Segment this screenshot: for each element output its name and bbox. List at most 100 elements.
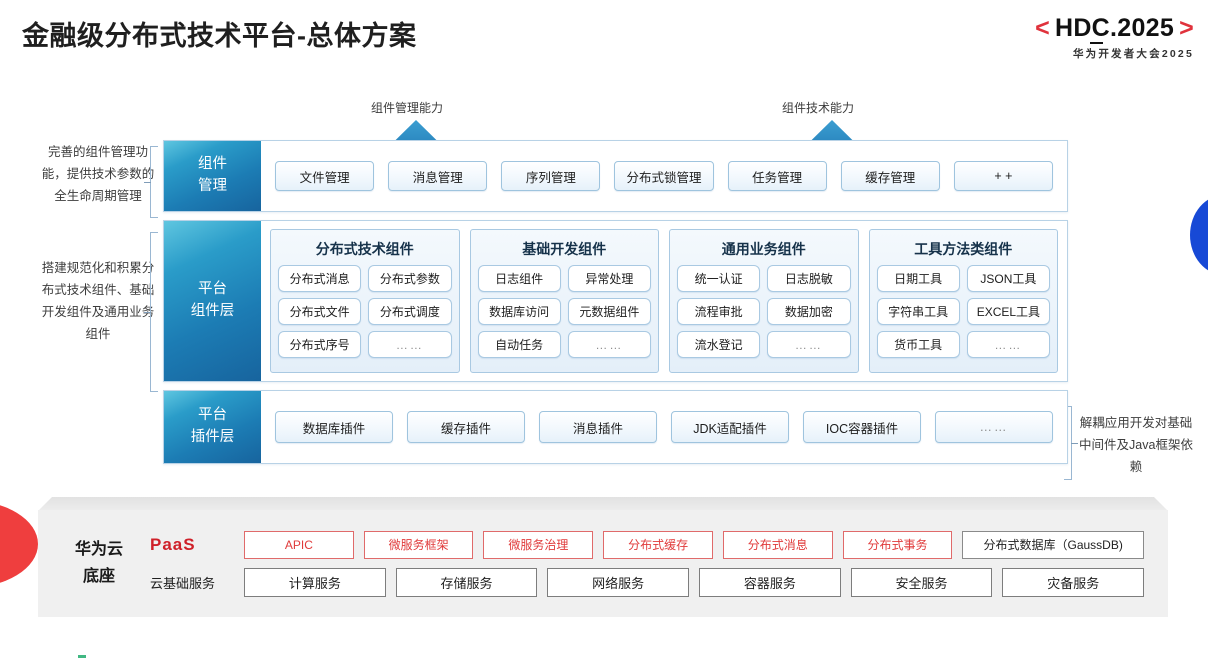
architecture-stack: 组件 管理 文件管理 消息管理 序列管理 分布式锁管理 任务管理 缓存管理 + … (163, 140, 1068, 472)
layer-title-line1: 平台 (198, 407, 227, 424)
base-row-cloud-services: 云基础服务 计算服务 存储服务 网络服务 容器服务 安全服务 灾备服务 (150, 567, 1145, 597)
bchip-microservice-governance[interactable]: 微服务治理 (483, 530, 594, 559)
layer-title-line2: 管理 (198, 178, 227, 194)
chip-distributed-schedule[interactable]: 分布式调度 (368, 298, 452, 325)
page-title: 金融级分布式技术平台-总体方案 (22, 21, 417, 51)
chip-distributed-message[interactable]: 分布式消息 (278, 265, 362, 292)
bracket-component (144, 232, 158, 392)
layer-title-line2: 组件层 (190, 303, 235, 319)
bchip-apic[interactable]: APIC (244, 530, 354, 559)
chip-ioc-container-plugin[interactable]: IOC容器插件 (803, 411, 921, 443)
group-basic-development: 基础开发组件 日志组件 异常处理 数据库访问 元数据组件 自动任务 …… (469, 229, 659, 373)
layer-platform-component: 平台 组件层 分布式技术组件 分布式消息 分布式参数 分布式文件 分布式调度 分… (163, 220, 1068, 382)
chip-unified-auth[interactable]: 统一认证 (677, 265, 761, 292)
base-row-paas: PaaS APIC 微服务框架 微服务治理 分布式缓存 分布式消息 分布式事务 … (150, 530, 1144, 559)
bchip-container-service[interactable]: 容器服务 (699, 567, 841, 597)
bchip-distributed-database-gaussdb[interactable]: 分布式数据库（GaussDB) (962, 530, 1144, 559)
chip-more-2[interactable]: …… (567, 331, 651, 358)
chip-excel-tool[interactable]: EXCEL工具 (966, 298, 1050, 325)
chip-process-approval[interactable]: 流程审批 (677, 298, 761, 325)
paas-label: PaaS (150, 534, 196, 554)
logo-underline-icon (1089, 42, 1103, 44)
chip-message-management[interactable]: 消息管理 (388, 161, 488, 191)
group-tool-methods: 工具方法类组件 日期工具 JSON工具 字符串工具 EXCEL工具 货币工具 …… (868, 229, 1058, 373)
group-distributed-tech: 分布式技术组件 分布式消息 分布式参数 分布式文件 分布式调度 分布式序号 …… (270, 229, 460, 373)
chip-cache-management[interactable]: 缓存管理 (840, 161, 940, 191)
group-title: 通用业务组件 (721, 241, 806, 257)
chip-message-plugin[interactable]: 消息插件 (539, 411, 657, 443)
base-body: 华为云 底座 PaaS APIC 微服务框架 微服务治理 分布式缓存 分布式消息… (38, 510, 1168, 617)
red-wedge-decoration-icon (0, 500, 38, 588)
layer-title-line1: 组件 (198, 156, 227, 173)
chip-date-tool[interactable]: 日期工具 (876, 265, 960, 292)
bchip-security-service[interactable]: 安全服务 (850, 567, 993, 597)
logo-left-bracket-icon: < (1035, 14, 1050, 42)
logo-right-bracket-icon: > (1179, 14, 1194, 42)
bracket-plugin (1064, 406, 1078, 480)
chip-more-plugin[interactable]: …… (935, 411, 1053, 443)
chip-transaction-record[interactable]: 流水登记 (677, 331, 761, 358)
chip-distributed-sequence[interactable]: 分布式序号 (278, 331, 362, 358)
chip-log-desensitization[interactable]: 日志脱敏 (767, 265, 851, 292)
layer-title-component-management: 组件 管理 (164, 141, 261, 211)
chip-distributed-lock-management[interactable]: 分布式锁管理 (614, 161, 714, 191)
chip-file-management[interactable]: 文件管理 (275, 161, 375, 191)
chip-json-tool[interactable]: JSON工具 (966, 265, 1050, 292)
bchip-microservice-framework[interactable]: 微服务框架 (363, 530, 474, 559)
base-label-line1: 华为云 (74, 541, 123, 559)
arrow-label-component-management: 组件管理能力 (371, 101, 444, 115)
chip-distributed-parameter[interactable]: 分布式参数 (368, 265, 452, 292)
chip-task-management[interactable]: 任务管理 (727, 161, 827, 191)
chip-more-1[interactable]: …… (368, 331, 452, 358)
side-note-left-middle: 搭建规范化和积累分布式技术组件、基础开发组件及通用业务组件 (41, 261, 155, 341)
group-common-business: 通用业务组件 统一认证 日志脱敏 流程审批 数据加密 流水登记 …… (669, 229, 859, 373)
layer-body-component-management: 文件管理 消息管理 序列管理 分布式锁管理 任务管理 缓存管理 + + (261, 141, 1067, 211)
chip-log-component[interactable]: 日志组件 (477, 265, 561, 292)
group-title: 基础开发组件 (522, 241, 607, 257)
base-label-line2: 底座 (82, 567, 115, 585)
chip-exception-handling[interactable]: 异常处理 (567, 265, 651, 292)
layer-title-line2: 插件层 (190, 429, 235, 445)
side-note-right: 解耦应用开发对基础中间件及Java框架依赖 (1079, 416, 1193, 474)
chip-string-tool[interactable]: 字符串工具 (876, 298, 960, 325)
bchip-storage-service[interactable]: 存储服务 (395, 567, 538, 597)
group-title: 工具方法类组件 (914, 241, 1013, 257)
bracket-management (144, 146, 158, 218)
layer-title-platform-component: 平台 组件层 (164, 221, 261, 381)
base-top-bevel (38, 497, 1168, 511)
bchip-network-service[interactable]: 网络服务 (547, 567, 690, 597)
bchip-disaster-recovery-service[interactable]: 灾备服务 (1002, 567, 1145, 597)
bchip-distributed-transaction[interactable]: 分布式事务 (842, 530, 953, 559)
chip-cache-plugin[interactable]: 缓存插件 (407, 411, 525, 443)
arrow-label-component-technology: 组件技术能力 (782, 101, 855, 115)
cloud-services-label: 云基础服务 (150, 575, 216, 591)
chip-database-access[interactable]: 数据库访问 (477, 298, 561, 325)
bchip-compute-service[interactable]: 计算服务 (244, 567, 386, 597)
chip-distributed-file[interactable]: 分布式文件 (278, 298, 362, 325)
chip-data-encryption[interactable]: 数据加密 (767, 298, 851, 325)
layer-body-platform-component: 分布式技术组件 分布式消息 分布式参数 分布式文件 分布式调度 分布式序号 ……… (261, 221, 1067, 381)
side-note-left-top: 完善的组件管理功能，提供技术参数的全生命周期管理 (41, 145, 155, 203)
logo-text: HDC.2025 (1054, 14, 1175, 42)
huawei-cloud-base: 华为云 底座 PaaS APIC 微服务框架 微服务治理 分布式缓存 分布式消息… (38, 497, 1168, 617)
logo-subtitle: 华为开发者大会2025 (1072, 48, 1194, 60)
hdc-logo: < HDC.2025 > 华为开发者大会2025 (1035, 16, 1194, 61)
bchip-distributed-cache[interactable]: 分布式缓存 (603, 530, 713, 559)
layer-platform-plugin: 平台 插件层 数据库插件 缓存插件 消息插件 JDK适配插件 IOC容器插件 …… (163, 390, 1068, 464)
bchip-distributed-message[interactable]: 分布式消息 (722, 530, 833, 559)
chip-metadata-component[interactable]: 元数据组件 (567, 298, 651, 325)
layer-title-line1: 平台 (198, 281, 227, 298)
chip-auto-task[interactable]: 自动任务 (477, 331, 561, 358)
chip-sequence-management[interactable]: 序列管理 (501, 161, 601, 191)
chip-jdk-adapter-plugin[interactable]: JDK适配插件 (671, 411, 789, 443)
chip-more-3[interactable]: …… (767, 331, 851, 358)
layer-body-platform-plugin: 数据库插件 缓存插件 消息插件 JDK适配插件 IOC容器插件 …… (261, 391, 1067, 463)
chip-database-plugin[interactable]: 数据库插件 (275, 411, 393, 443)
green-marker-icon (78, 655, 86, 658)
layer-title-platform-plugin: 平台 插件层 (164, 391, 261, 463)
chip-add-more[interactable]: + + (953, 161, 1053, 191)
layer-component-management: 组件 管理 文件管理 消息管理 序列管理 分布式锁管理 任务管理 缓存管理 + … (163, 140, 1068, 212)
chip-currency-tool[interactable]: 货币工具 (876, 331, 960, 358)
chip-more-4[interactable]: …… (966, 331, 1050, 358)
blue-lens-decoration-icon (1190, 195, 1208, 275)
